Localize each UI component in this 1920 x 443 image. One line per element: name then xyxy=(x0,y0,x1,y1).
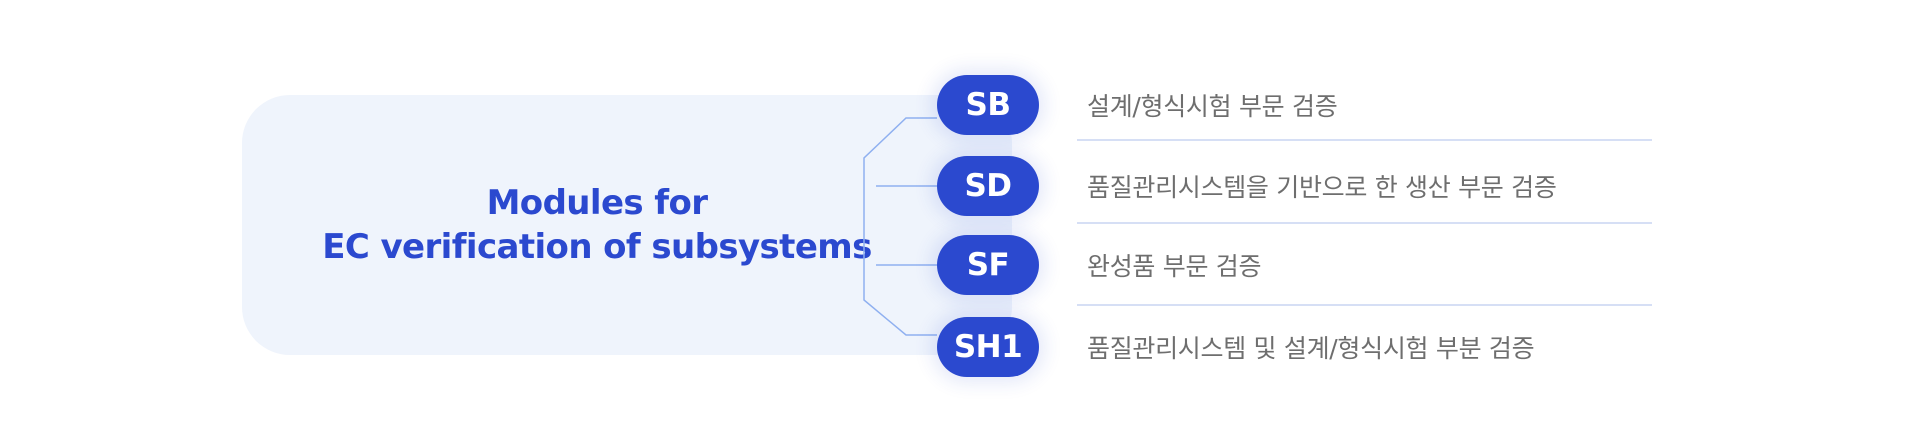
bracket-path xyxy=(863,117,937,336)
module-description-sf: 완성품 부문 검증 xyxy=(1087,252,1262,281)
module-pill-sd: SD xyxy=(937,156,1039,216)
divider xyxy=(1077,139,1652,141)
module-description-sb: 설계/형식시험 부문 검증 xyxy=(1087,92,1338,121)
panel-title-line1: Modules for xyxy=(486,183,708,223)
divider xyxy=(1077,222,1652,224)
panel-title: Modules for EC verification of subsystem… xyxy=(242,95,952,355)
module-pill-sf: SF xyxy=(937,235,1039,295)
module-description-sd: 품질관리시스템을 기반으로 한 생산 부문 검증 xyxy=(1087,173,1557,202)
divider xyxy=(1077,304,1652,306)
panel-title-line2: EC verification of subsystems xyxy=(322,227,872,267)
module-pill-sb: SB xyxy=(937,75,1039,135)
module-pill-sh1: SH1 xyxy=(937,317,1039,377)
module-description-sh1: 품질관리시스템 및 설계/형식시험 부분 검증 xyxy=(1087,334,1535,363)
